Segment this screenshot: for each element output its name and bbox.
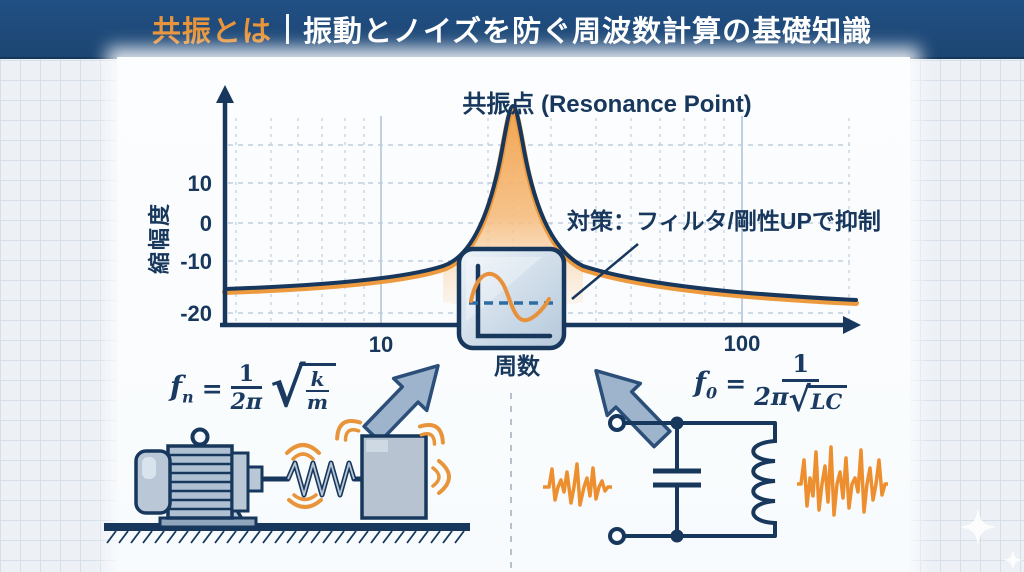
motor-shaft	[246, 465, 264, 493]
junction-top	[670, 416, 684, 430]
sine-wave-icon	[469, 271, 551, 323]
waveform-icon-box	[456, 246, 567, 351]
ground-hatching	[106, 530, 465, 544]
junction-bottom	[670, 529, 684, 543]
y-tick-0: 0	[199, 211, 212, 236]
sparkle-decorations	[960, 509, 1023, 570]
noise-waveform-right	[797, 445, 888, 517]
lc-circuit-illustration	[543, 414, 888, 545]
ground-line	[104, 523, 470, 531]
title-divider	[285, 13, 289, 44]
title-accent: 共振とは	[151, 15, 272, 48]
countermeasure-callout: 対策：フィルタ/剛性UPで抑制	[567, 208, 881, 234]
x-tick-10: 10	[368, 332, 394, 357]
fraction-1-over-2pi-sqrt-lc: 1 2π √ LC	[754, 352, 848, 417]
callout-leader-line	[571, 243, 639, 300]
motor-illustration	[104, 419, 470, 544]
motor-cap-highlight	[142, 457, 156, 479]
fraction-1-2pi: 1 2π	[230, 361, 263, 416]
radical-k-over-m: √ k m	[270, 360, 337, 414]
y-tick-10: 10	[187, 171, 212, 196]
terminal-top	[608, 414, 626, 432]
lc-circuit	[608, 414, 777, 545]
vibration-arcs	[285, 419, 451, 509]
motor-ribs	[168, 453, 232, 511]
inductor-coil	[751, 421, 777, 538]
electrical-formula: f0 = 1 2π √ LC	[694, 352, 848, 417]
mechanical-formula: fn = 1 2π √ k m	[170, 360, 337, 416]
y-tick-neg20: -20	[180, 301, 212, 326]
terminal-bottom	[608, 527, 626, 545]
motor-eyelet	[190, 427, 210, 447]
x-axis-label: 周数	[494, 353, 540, 379]
page-title: 振動とノイズを防ぐ周波数計算の基礎知識	[302, 15, 873, 48]
y-tick-neg10: -10	[180, 249, 212, 274]
x-tick-100: 100	[723, 331, 761, 356]
formula-lhs: f0	[694, 365, 718, 403]
formula-lhs: fn	[170, 369, 194, 407]
header-bar: 共振とは 振動とノイズを防ぐ周波数計算の基礎知識	[0, 0, 1024, 59]
noise-waveform-left	[543, 462, 612, 507]
up-arrow-right	[594, 368, 672, 449]
mini-axis	[475, 263, 553, 339]
motor-right-cap	[230, 451, 250, 513]
chart-title: 共振点 (Resonance Point)	[462, 91, 752, 118]
